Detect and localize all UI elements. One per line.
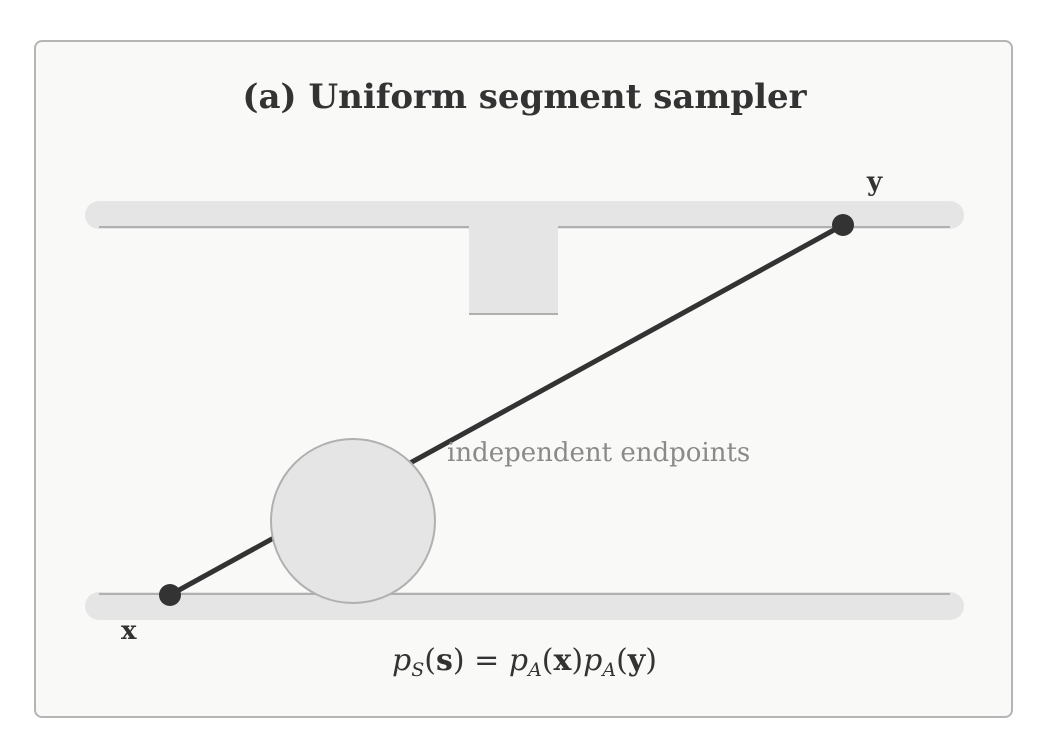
annotation-independent-endpoints: independent endpoints bbox=[447, 438, 750, 468]
sampling-density-formula: pS(s) = pA(x)pA(y) bbox=[392, 643, 657, 681]
formula-equals: = bbox=[474, 643, 500, 678]
formula-rhs-fn-2: p bbox=[583, 643, 603, 678]
formula-lhs-sub: S bbox=[411, 659, 425, 681]
endpoint-x-dot bbox=[159, 584, 181, 606]
circle-obstacle bbox=[270, 438, 436, 604]
formula-lhs-fn: p bbox=[392, 643, 412, 678]
bottom-wall bbox=[85, 592, 964, 620]
formula-rhs-fn-1: p bbox=[508, 643, 529, 678]
formula-lhs-arg: s bbox=[436, 643, 453, 678]
formula-rhs-sub-1: A bbox=[528, 659, 542, 681]
endpoint-y-dot bbox=[832, 214, 854, 236]
endpoint-y-label: y bbox=[866, 167, 883, 197]
figure-title: (a) Uniform segment sampler bbox=[242, 77, 807, 117]
formula-rhs-arg-1: x bbox=[553, 643, 572, 678]
top-wall-notch bbox=[469, 215, 558, 314]
endpoint-x-label: x bbox=[121, 616, 137, 646]
top-wall bbox=[85, 201, 964, 315]
formula-rhs-sub-2: A bbox=[602, 659, 617, 681]
formula-rhs-arg-2: y bbox=[627, 643, 646, 678]
